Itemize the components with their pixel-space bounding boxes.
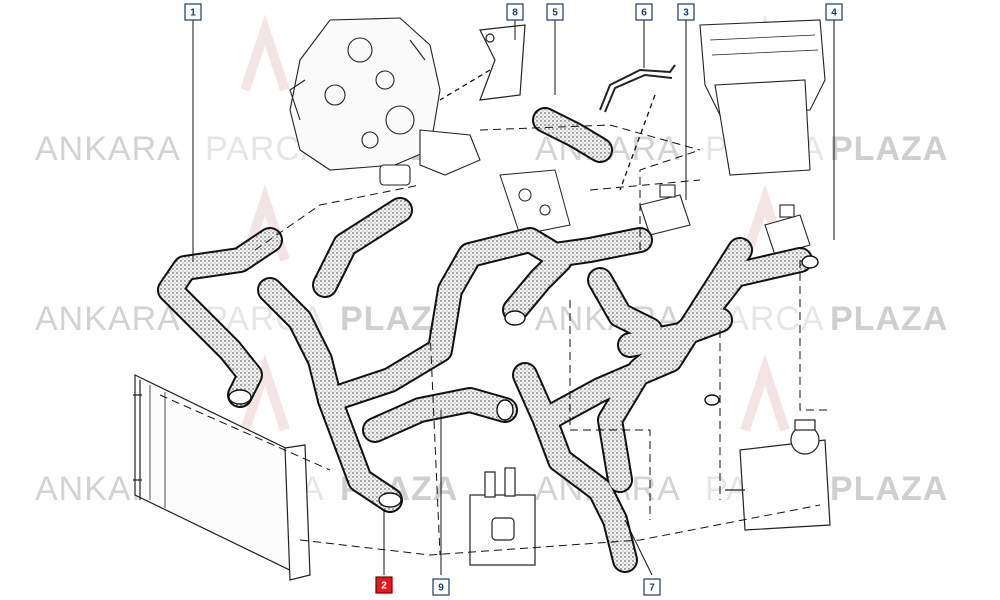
- callout-box: [506, 3, 524, 21]
- heater-box: [699, 19, 826, 176]
- callout-label: 2: [381, 581, 387, 592]
- arrows: [439, 69, 656, 191]
- radiator: [133, 374, 311, 581]
- callout-5: 5: [546, 3, 564, 21]
- callout-label: 1: [190, 8, 196, 19]
- callout-box: [432, 578, 450, 596]
- bracket-6: [599, 64, 676, 113]
- callout-box: [184, 3, 202, 21]
- callout-label: 5: [552, 8, 558, 19]
- watermark-ankara: ANKARA: [35, 130, 181, 168]
- watermark-logo-shape: [240, 354, 290, 432]
- dashed-leaders: [159, 124, 830, 556]
- hose-end: [378, 492, 402, 508]
- callout-4: 4: [825, 3, 843, 21]
- callout-leaders: [192, 19, 835, 576]
- callout-label: 6: [641, 8, 647, 19]
- hose-end: [228, 389, 252, 405]
- hose-end: [704, 394, 720, 406]
- callout-9: 9: [432, 578, 450, 596]
- watermark-plaza: PLAZA: [830, 130, 948, 168]
- hose-end: [496, 399, 514, 421]
- callout-6: 6: [635, 3, 653, 21]
- callout-1: 1: [184, 3, 202, 21]
- hose-end: [504, 310, 526, 326]
- callout-box: [677, 3, 695, 21]
- callout-box: [635, 3, 653, 21]
- oil-cooler: [469, 467, 536, 566]
- callout-label: 3: [683, 8, 689, 19]
- hose-end: [801, 255, 819, 269]
- callout-label: 7: [649, 583, 655, 594]
- callout-3: 3: [677, 3, 695, 21]
- watermark-plaza: PLAZA: [830, 470, 948, 508]
- callout-2: 2: [375, 576, 393, 594]
- callout-box: [825, 3, 843, 21]
- watermark-logo-shape: [240, 14, 290, 92]
- callout-label: 4: [831, 8, 837, 19]
- watermark-plaza: PLAZA: [830, 300, 948, 338]
- callout-box: [643, 578, 661, 596]
- watermark-logo-shape: [740, 354, 790, 432]
- callout-label: 8: [512, 8, 518, 19]
- callout-label: 9: [438, 583, 444, 594]
- callout-8: 8: [506, 3, 524, 21]
- callout-box: [375, 576, 393, 594]
- callout-7: 7: [643, 578, 661, 596]
- valve-4: [764, 204, 811, 256]
- callout-box: [546, 3, 564, 21]
- engine-block: [289, 17, 481, 186]
- watermark-ankara: ANKARA: [35, 300, 181, 338]
- callouts: 1 8 5 6 3 4 2 9 7: [184, 3, 843, 596]
- bracket-8: [479, 24, 526, 101]
- junction-block: [499, 169, 571, 236]
- valve-3: [639, 184, 691, 236]
